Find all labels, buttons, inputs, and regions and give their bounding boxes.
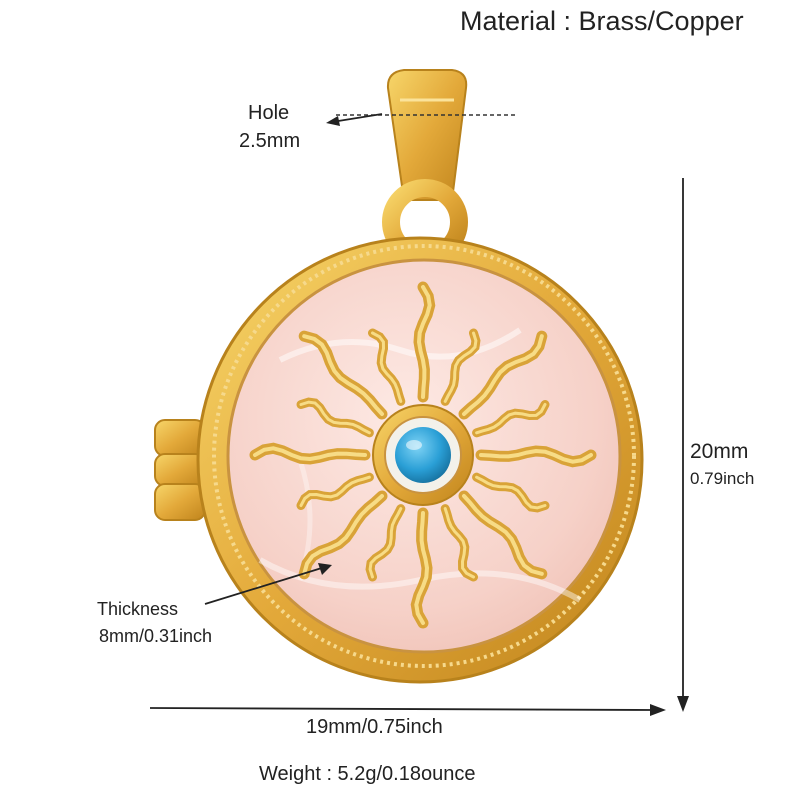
sun-ray-highlight: [299, 475, 371, 507]
thickness-label: Thickness: [97, 599, 179, 619]
height-inch-label: 0.79inch: [690, 469, 755, 488]
sun-ray-highlight: [302, 334, 384, 416]
sun-ray-highlight: [462, 494, 544, 576]
sun-ray-highlight: [475, 403, 547, 435]
hinge: [154, 419, 206, 521]
sun-ray-highlight: [414, 511, 430, 625]
sun-ray-highlight: [475, 475, 547, 510]
height-mm-label: 20mm: [690, 440, 749, 463]
hole-size-label: 2.5mm: [239, 130, 301, 152]
weight-label: Weight : 5.2g/0.18ounce: [259, 763, 476, 785]
sun-ray-highlight: [443, 331, 478, 403]
sun-ray-highlight: [443, 507, 475, 579]
hole-label: Hole: [248, 102, 290, 124]
sun-ray-highlight: [299, 400, 371, 435]
sun-motif: [249, 281, 597, 629]
sun-ray-highlight: [371, 331, 403, 403]
sun-ray-highlight: [253, 446, 367, 462]
sun-ray-highlight: [368, 507, 403, 579]
sun-ray-highlight: [302, 494, 384, 576]
material-label: Material : Brass/Copper: [460, 6, 744, 36]
sun-ray-highlight: [416, 285, 432, 399]
pendant-bail: [382, 69, 468, 265]
width-label: 19mm/0.75inch: [306, 716, 443, 738]
sun-ray-highlight: [479, 448, 593, 464]
thickness-value: 8mm/0.31inch: [99, 626, 213, 646]
thickness-arrow: [204, 563, 332, 605]
blue-gem: [372, 404, 474, 506]
sun-ray-highlight: [462, 334, 544, 416]
hole-indicator: [326, 113, 515, 126]
height-arrow: [677, 178, 689, 712]
width-arrow: [149, 704, 666, 716]
